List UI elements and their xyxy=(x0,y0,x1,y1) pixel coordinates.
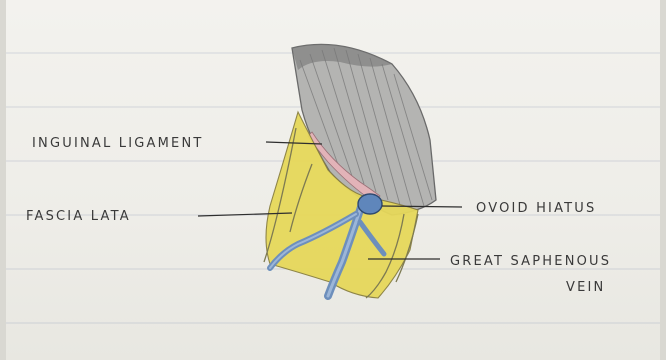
label-ovoid-hiatus: OVOID HIATUS xyxy=(476,201,596,216)
ovoid-hiatus-shape xyxy=(358,194,382,214)
label-vein: VEIN xyxy=(566,280,605,295)
label-great-saphenous: GREAT SAPHENOUS xyxy=(450,254,611,269)
label-fascia-lata: FASCIA LATA xyxy=(26,209,131,224)
label-inguinal-ligament: INGUINAL LIGAMENT xyxy=(32,136,204,151)
